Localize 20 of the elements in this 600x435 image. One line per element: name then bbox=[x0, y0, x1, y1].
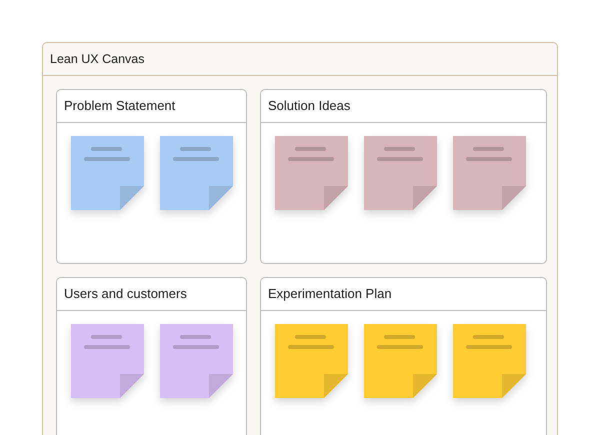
section-title: Problem Statement bbox=[64, 98, 176, 114]
canvas-panel bbox=[42, 42, 558, 435]
sticky-note bbox=[364, 136, 437, 210]
canvas-section bbox=[260, 89, 547, 264]
sticky-note bbox=[453, 136, 526, 210]
section-title: Experimentation Plan bbox=[268, 286, 392, 302]
section-title: Solution Ideas bbox=[268, 98, 350, 114]
sticky-note bbox=[275, 324, 348, 398]
sticky-note bbox=[71, 324, 144, 398]
sticky-note bbox=[275, 136, 348, 210]
sticky-note bbox=[160, 324, 233, 398]
canvas-title: Lean UX Canvas bbox=[50, 51, 145, 67]
canvas-section bbox=[260, 277, 547, 435]
section-title: Users and customers bbox=[64, 286, 187, 302]
sticky-note bbox=[160, 136, 233, 210]
canvas-section bbox=[56, 89, 247, 264]
sticky-note bbox=[71, 136, 144, 210]
canvas-section bbox=[56, 277, 247, 435]
sticky-note bbox=[453, 324, 526, 398]
sticky-note bbox=[364, 324, 437, 398]
